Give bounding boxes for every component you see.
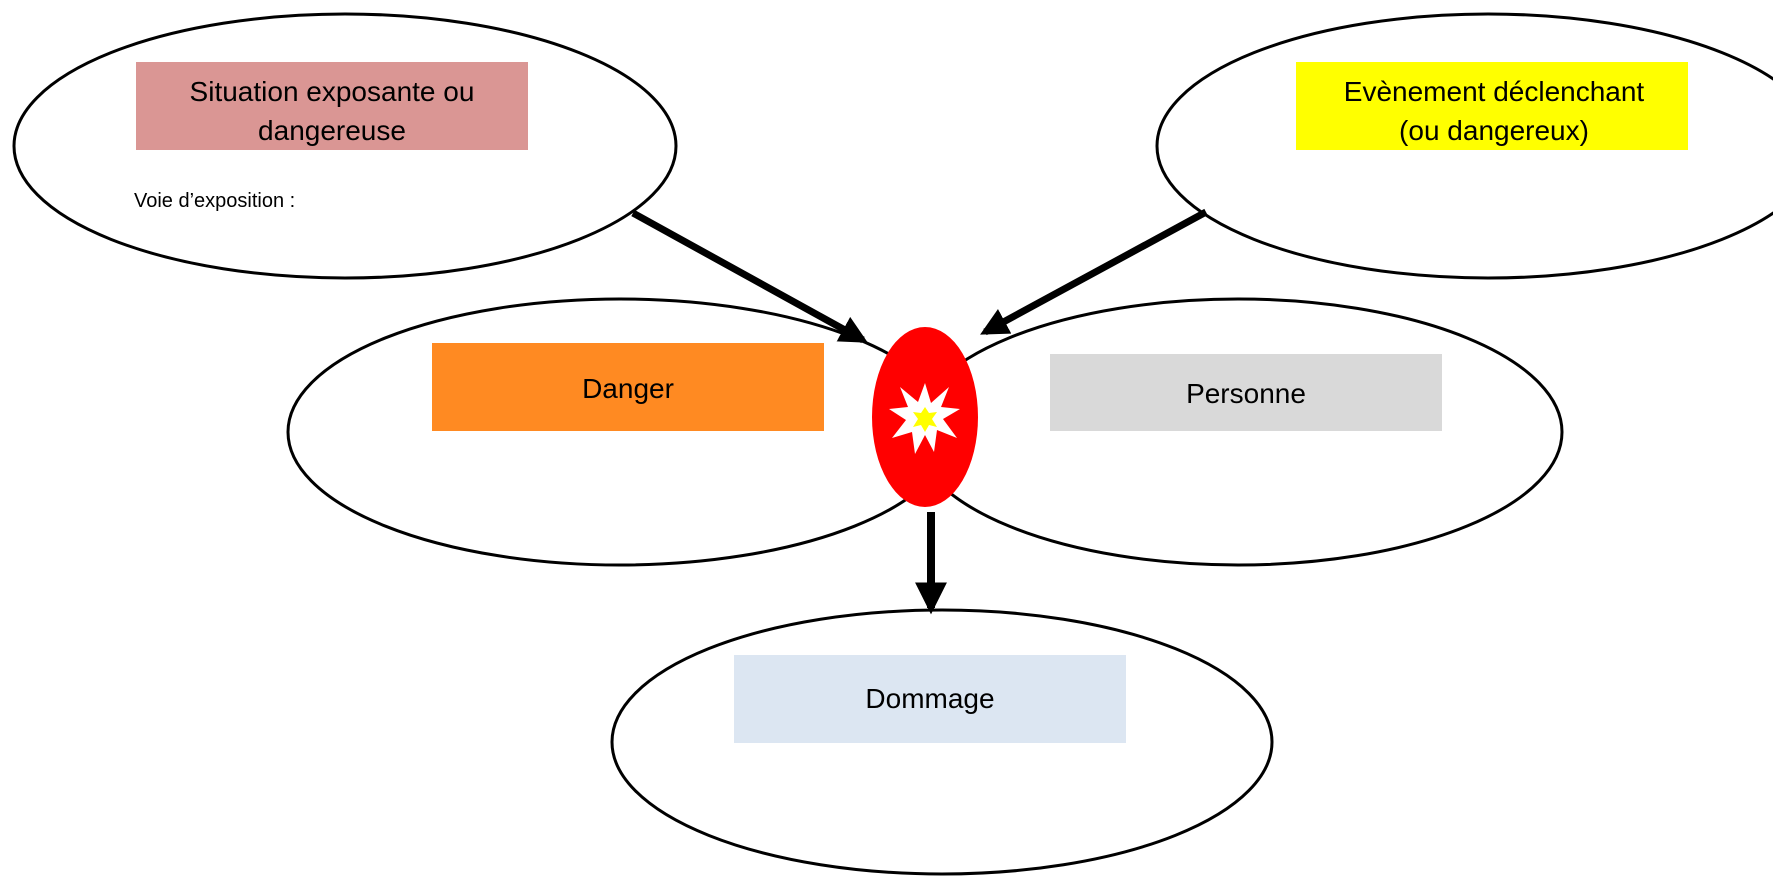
event-label-box [1296, 62, 1688, 150]
situation-label-line1: Situation exposante ou [190, 76, 475, 107]
danger-label: Danger [582, 373, 674, 404]
person-label-box [1050, 354, 1442, 431]
damage-node: Dommage [610, 608, 1274, 876]
center-event-marker [872, 327, 978, 507]
danger-node: Danger [286, 297, 954, 567]
situation-node: Situation exposante ou dangereuse Voie d… [12, 12, 678, 280]
situation-label-box [136, 62, 528, 150]
exposure-route-label: Voie d’exposition : [134, 190, 295, 212]
damage-label-box [734, 655, 1126, 743]
danger-ellipse [286, 297, 954, 567]
event-label-line2: (ou dangereux) [1399, 115, 1589, 146]
arrow-situation-to-center [631, 209, 868, 344]
person-label: Personne [1186, 378, 1306, 409]
damage-label: Dommage [865, 683, 994, 714]
person-node: Personne [912, 297, 1564, 567]
danger-label-box [432, 343, 824, 431]
event-node: Evènement déclenchant (ou dangereux) [1155, 12, 1773, 280]
person-ellipse [912, 297, 1564, 567]
arrow-event-to-center [980, 208, 1208, 336]
situation-label-line2: dangereuse [258, 115, 406, 146]
explosion-core [913, 407, 937, 432]
arrows [631, 208, 1208, 615]
event-label-line1: Evènement déclenchant [1344, 76, 1645, 107]
